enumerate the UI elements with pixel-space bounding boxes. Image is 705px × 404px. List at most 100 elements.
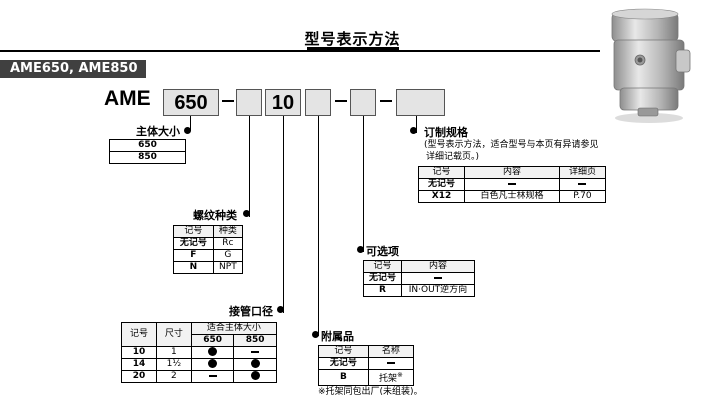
table-header: 650 — [190, 334, 235, 347]
accessory-label: 附属品 — [321, 330, 354, 343]
table-cell: IN·OUT逆方向 — [400, 284, 476, 297]
table-cell: 850 — [109, 151, 186, 164]
custom-code-box — [396, 89, 445, 116]
accessory-name: 托架 — [378, 374, 397, 384]
accessory-footnote: ※托架同包出厂(未组装)。 — [318, 387, 423, 397]
custom-table: 记号 内容 详细页 无记号 X12 白色凡士林规格 P.70 — [417, 166, 607, 203]
table-cell: NPT — [212, 261, 244, 274]
port-code-box: 10 — [265, 89, 301, 116]
table-header: 记号 — [121, 322, 157, 347]
table-cell: 650 — [109, 139, 186, 152]
leader-dot — [184, 127, 191, 134]
filled-circle-icon — [250, 359, 260, 368]
leader-line — [249, 116, 250, 217]
table-cell: 无记号 — [417, 178, 466, 191]
accessory-code-box — [305, 89, 331, 116]
table-header: 尺寸 — [155, 322, 192, 347]
leader-line — [416, 116, 417, 133]
option-table: 记号 内容 无记号 R IN·OUT逆方向 — [363, 260, 476, 297]
filled-circle-icon — [250, 371, 260, 380]
table-cell — [190, 358, 235, 371]
table-cell — [190, 370, 235, 383]
custom-note: 详细记载页。) — [426, 152, 480, 162]
dash-icon — [386, 361, 395, 364]
code-dash — [380, 100, 392, 102]
series-badge: AME650, AME850 — [0, 60, 146, 78]
option-label: 可选项 — [366, 245, 399, 258]
table-header: 详细页 — [558, 166, 607, 179]
table-cell — [464, 178, 560, 191]
table-header: 850 — [233, 334, 277, 347]
size-code-box: 650 — [163, 89, 219, 116]
table-cell — [233, 346, 277, 359]
port-label: 接管口径 — [229, 305, 273, 318]
table-cell — [367, 357, 415, 370]
table-cell: 10 — [121, 346, 157, 359]
table-cell: 1 — [155, 346, 192, 359]
leader-line — [190, 116, 191, 131]
table-cell: N — [173, 261, 214, 274]
table-header: 记号 — [363, 260, 402, 273]
table-header: 记号 — [417, 166, 466, 179]
table-cell: X12 — [417, 190, 466, 203]
dash-icon — [507, 182, 516, 185]
table-cell: P.70 — [558, 190, 607, 203]
table-cell — [190, 346, 235, 359]
table-cell: 无记号 — [318, 357, 369, 370]
table-cell: Rc — [212, 237, 244, 250]
table-cell: 20 — [121, 370, 157, 383]
dash-icon — [208, 374, 217, 377]
table-cell — [400, 272, 476, 285]
table-cell: 白色凡士林规格 — [464, 190, 560, 203]
port-table: 记号 尺寸 适合主体大小 650 850 10 1 14 1½ 20 2 — [121, 322, 278, 383]
leader-dot — [277, 306, 284, 313]
table-cell — [233, 358, 277, 371]
model-prefix: AME — [104, 87, 151, 110]
table-header: 记号 — [173, 225, 214, 238]
leader-line — [363, 116, 364, 252]
body-size-label: 主体大小 — [136, 125, 180, 138]
table-header: 种类 — [212, 225, 244, 238]
table-cell: G — [212, 249, 244, 262]
title-rule — [0, 50, 600, 52]
dash-icon — [578, 182, 587, 185]
title-underline — [307, 47, 399, 50]
leader-dot — [410, 127, 417, 134]
table-cell: 无记号 — [173, 237, 214, 250]
table-cell: 无记号 — [363, 272, 402, 285]
table-cell: 14 — [121, 358, 157, 371]
table-cell: 2 — [155, 370, 192, 383]
custom-label: 订制规格 — [424, 126, 468, 139]
table-header: 记号 — [318, 345, 369, 358]
code-dash — [335, 100, 347, 102]
thread-table: 记号 种类 无记号 Rc F G N NPT — [173, 225, 244, 274]
leader-dot — [312, 331, 319, 338]
leader-dot — [357, 246, 364, 253]
dash-icon — [251, 350, 260, 353]
table-cell: B — [318, 369, 369, 386]
filled-circle-icon — [208, 359, 218, 368]
code-dash — [222, 100, 234, 102]
accessory-table: 记号 名称 无记号 B 托架※ — [318, 345, 415, 386]
filled-circle-icon — [208, 347, 218, 356]
table-header: 名称 — [367, 345, 415, 358]
thread-label: 螺纹种类 — [193, 209, 237, 222]
dash-icon — [433, 276, 442, 279]
thread-code-box — [236, 89, 262, 116]
filter-product-photo-icon — [611, 8, 691, 123]
table-header: 内容 — [400, 260, 476, 273]
option-code-box — [350, 89, 376, 116]
body-size-table: 650 850 — [109, 139, 186, 164]
table-cell: R — [363, 284, 402, 297]
table-header: 内容 — [464, 166, 560, 179]
leader-dot — [243, 210, 250, 217]
table-cell: 托架※ — [367, 369, 415, 386]
custom-note: (型号表示方法，适合型号与本页有异请参见 — [424, 140, 599, 150]
table-header: 适合主体大小 — [190, 322, 278, 335]
table-cell — [558, 178, 607, 191]
table-cell — [233, 370, 277, 383]
table-cell: 1½ — [155, 358, 192, 371]
leader-line — [318, 116, 319, 336]
table-cell: F — [173, 249, 214, 262]
leader-line — [283, 116, 284, 313]
